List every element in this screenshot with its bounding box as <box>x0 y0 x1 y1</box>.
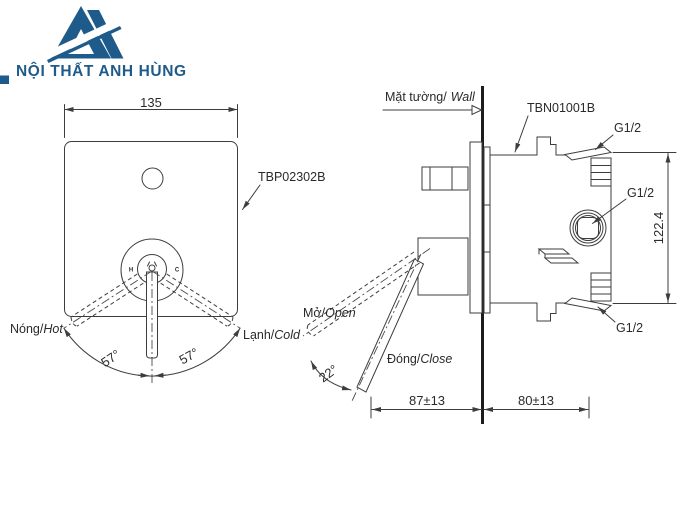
diverter-button <box>141 167 164 190</box>
handle-lever-closed <box>356 258 425 393</box>
open-angle-arc <box>310 360 352 391</box>
logo-swoosh-cut <box>44 19 121 60</box>
centerline-closed <box>351 253 422 402</box>
valve-code-leader <box>514 115 529 153</box>
logo-swoosh-line <box>47 26 122 63</box>
retaining-clip <box>537 248 580 264</box>
swing-arc-arrow-left <box>137 372 150 378</box>
logo-fragment <box>0 75 9 84</box>
port-middle <box>569 209 607 247</box>
handle-lever-open <box>306 251 420 337</box>
height-value: 122.4 <box>651 212 666 245</box>
cold-mark: C <box>175 268 180 274</box>
swing-arc <box>63 327 241 377</box>
brand-name: NỘI THẤT ANH HÙNG <box>16 62 187 80</box>
depth-dimensions: 87±13 80±13 <box>370 393 590 419</box>
open-label: Mở/Open <box>303 306 356 320</box>
swing-arc-arrow-right <box>154 372 167 378</box>
thread-top-label: G1/2 <box>614 121 641 135</box>
valve-body <box>483 136 613 322</box>
port-bottom <box>563 272 613 312</box>
hot-label: Nóng/Hot <box>10 322 63 336</box>
wall-label: Mặt tường/Wall <box>385 90 476 104</box>
front-width-value: 135 <box>140 95 162 110</box>
valve-code: TBN01001B <box>527 101 595 115</box>
handle-rotated-left <box>70 273 144 327</box>
thread-bottom-label: G1/2 <box>616 321 643 335</box>
mounting-tab-bottom <box>536 302 557 322</box>
height-dimension: 122.4 <box>612 152 677 304</box>
handle-rotated-right <box>160 273 234 327</box>
hot-mark: H <box>129 268 133 274</box>
front-product-leader <box>242 184 261 210</box>
thread-top-leader <box>595 134 614 150</box>
front-width-dimension: 135 <box>64 95 238 138</box>
handle-base-side <box>417 237 469 296</box>
depth-front-value: 87±13 <box>409 393 445 408</box>
angle-right-label: 57° <box>177 345 201 368</box>
open-angle-label: 22° <box>316 361 341 385</box>
valve-stem-side <box>421 166 469 191</box>
mounting-tab-top <box>536 136 557 156</box>
centerline-open <box>302 248 431 337</box>
thread-middle-label: G1/2 <box>627 186 654 200</box>
front-view: 135 H C <box>10 95 325 384</box>
thread-middle-leader <box>592 198 627 224</box>
front-product-code: TBP02302B <box>258 170 325 184</box>
side-view: Mặt tường/Wall 22° Mở/Open Đóng/Close <box>302 86 677 424</box>
cold-label: Lạnh/Cold <box>243 328 301 342</box>
centerline-right-57 <box>151 270 241 329</box>
brand-logo[interactable]: NỘI THẤT ANH HÙNG <box>0 6 187 84</box>
wall-arrow <box>471 104 483 116</box>
centerline-left-57 <box>63 270 153 329</box>
thread-bottom-leader <box>597 306 616 323</box>
close-label: Đóng/Close <box>387 352 452 366</box>
handle-pivot <box>147 261 157 272</box>
port-top <box>563 146 613 187</box>
angle-left-label: 57° <box>98 347 123 370</box>
depth-back-value: 80±13 <box>518 393 554 408</box>
escutcheon-side <box>469 141 483 314</box>
